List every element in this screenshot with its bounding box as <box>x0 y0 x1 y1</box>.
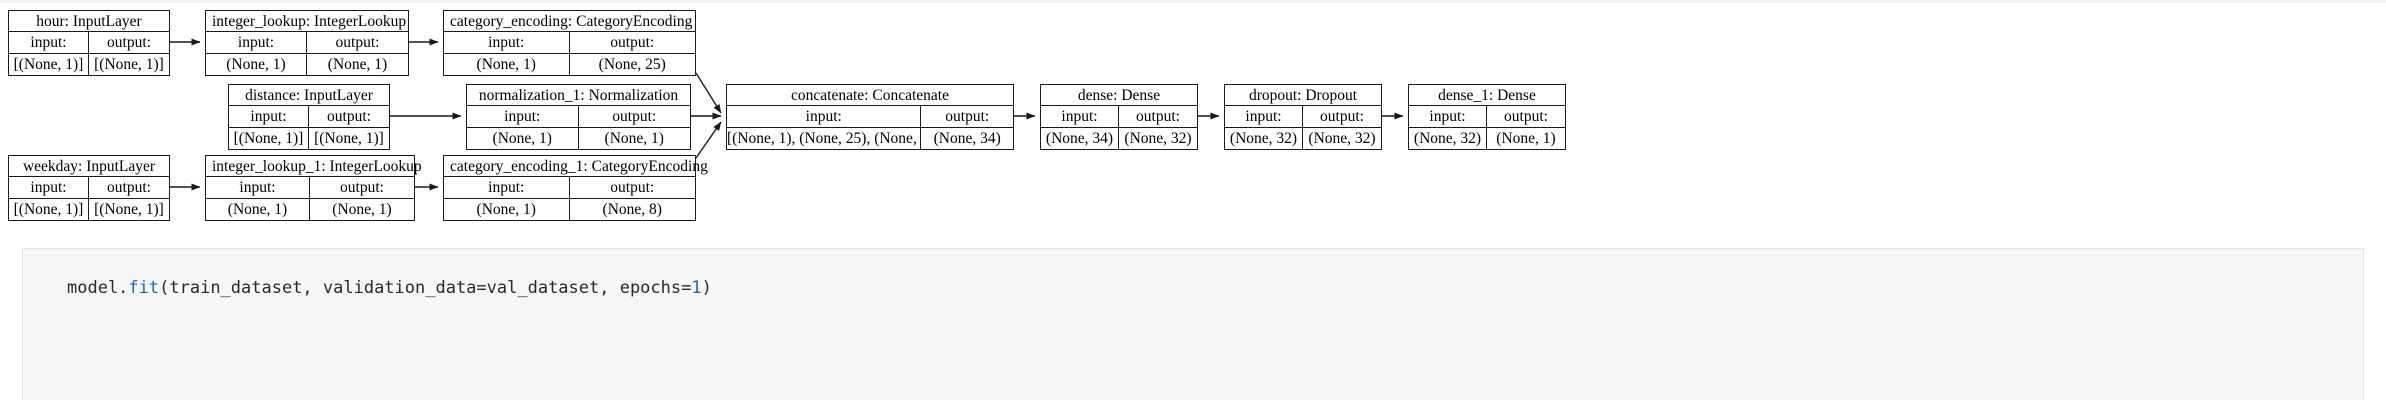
node-input-label-concatenate: input: <box>727 106 922 127</box>
node-input-label-dense_1: input: <box>1409 106 1487 127</box>
node-output-shape-distance: [(None, 1)] <box>314 130 384 147</box>
node-output-label-distance: output: <box>327 108 371 125</box>
top-separator-rule <box>0 0 2386 3</box>
node-input-label-dropout: input: <box>1225 106 1303 127</box>
node-output-shape-category_encoding_1: (None, 8) <box>602 201 662 218</box>
node-input-shape-dense_1: (None, 32) <box>1409 128 1487 149</box>
code-token-epochs-value: 1 <box>691 278 702 298</box>
node-output-label-integer_lookup_1: output: <box>340 179 384 196</box>
node-output-shape-dropout: (None, 32) <box>1308 130 1376 147</box>
node-input-label-distance: input: <box>229 106 309 127</box>
node-output-shape-concatenate: (None, 34) <box>933 130 1001 147</box>
code-token-close-paren: ) <box>701 278 712 298</box>
node-output-shape-normalization_1: (None, 1) <box>604 130 664 147</box>
node-input-shape-category_encoding: (None, 1) <box>444 54 570 75</box>
node-input-shape-dense: (None, 34) <box>1041 128 1119 149</box>
node-title-dense: dense: Dense <box>1041 85 1197 106</box>
node-output-label-category_encoding: output: <box>610 34 655 51</box>
code-cell-strip: model.fit(train_dataset, validation_data… <box>0 240 2386 400</box>
code-line-1: model.fit(train_dataset, validation_data… <box>67 275 2363 301</box>
node-title-distance: distance: InputLayer <box>229 85 389 106</box>
code-token-model: model. <box>67 278 129 298</box>
node-output-label-concatenate: output: <box>945 108 990 125</box>
node-output-label-dense: output: <box>1136 108 1180 125</box>
node-title-category_encoding_1: category_encoding_1: CategoryEncoding <box>444 156 708 177</box>
node-title-integer_lookup: integer_lookup: IntegerLookup <box>206 11 408 32</box>
node-input-label-normalization_1: input: <box>467 106 579 127</box>
node-output-label-weekday: output: <box>107 179 151 196</box>
node-output-shape-dense: (None, 32) <box>1124 130 1192 147</box>
node-title-integer_lookup_1: integer_lookup_1: IntegerLookup <box>206 156 422 177</box>
node-output-shape-hour: [(None, 1)] <box>94 56 164 73</box>
node-input-label-hour: input: <box>9 32 89 53</box>
node-title-normalization_1: normalization_1: Normalization <box>467 85 690 106</box>
edge-category-encoding-to-concatenate <box>695 72 722 114</box>
node-output-label-integer_lookup: output: <box>335 34 380 51</box>
node-title-weekday: weekday: InputLayer <box>9 156 169 177</box>
node-title-hour: hour: InputLayer <box>9 11 169 32</box>
node-output-shape-integer_lookup_1: (None, 1) <box>332 201 392 218</box>
node-title-category_encoding: category_encoding: CategoryEncoding <box>444 11 695 32</box>
edge-category-encoding-1-to-concatenate <box>695 121 722 159</box>
node-title-dense_1: dense_1: Dense <box>1409 85 1565 106</box>
node-output-label-category_encoding_1: output: <box>610 179 655 196</box>
node-input-shape-integer_lookup: (None, 1) <box>206 54 307 75</box>
code-cell[interactable]: model.fit(train_dataset, validation_data… <box>22 248 2364 400</box>
node-input-label-integer_lookup: input: <box>206 32 307 53</box>
node-input-shape-normalization_1: (None, 1) <box>467 128 579 149</box>
node-output-shape-integer_lookup: (None, 1) <box>327 56 388 73</box>
node-output-label-hour: output: <box>107 34 151 51</box>
node-input-label-dense: input: <box>1041 106 1119 127</box>
node-input-label-weekday: input: <box>9 177 89 198</box>
node-output-label-dropout: output: <box>1320 108 1364 125</box>
node-input-shape-hour: [(None, 1)] <box>9 54 89 75</box>
code-token-args: (train_dataset, validation_data=val_data… <box>159 278 692 298</box>
node-output-shape-category_encoding: (None, 25) <box>598 56 666 73</box>
node-output-shape-weekday: [(None, 1)] <box>94 201 164 218</box>
node-input-shape-distance: [(None, 1)] <box>229 128 309 149</box>
node-title-dropout: dropout: Dropout <box>1225 85 1381 106</box>
node-input-shape-category_encoding_1: (None, 1) <box>444 199 570 220</box>
node-output-shape-dense_1: (None, 1) <box>1496 130 1556 147</box>
node-input-label-category_encoding: input: <box>444 32 570 53</box>
code-token-fit: fit <box>128 278 160 298</box>
node-output-label-normalization_1: output: <box>612 108 657 125</box>
node-input-shape-concatenate: [(None, 1), (None, 25), (None, 8)] <box>727 128 922 149</box>
node-input-label-category_encoding_1: input: <box>444 177 570 198</box>
node-input-shape-integer_lookup_1: (None, 1) <box>206 199 310 220</box>
node-title-concatenate: concatenate: Concatenate <box>727 85 1013 106</box>
node-output-label-dense_1: output: <box>1504 108 1548 125</box>
node-input-shape-dropout: (None, 32) <box>1225 128 1303 149</box>
node-input-label-integer_lookup_1: input: <box>206 177 310 198</box>
node-input-shape-weekday: [(None, 1)] <box>9 199 89 220</box>
